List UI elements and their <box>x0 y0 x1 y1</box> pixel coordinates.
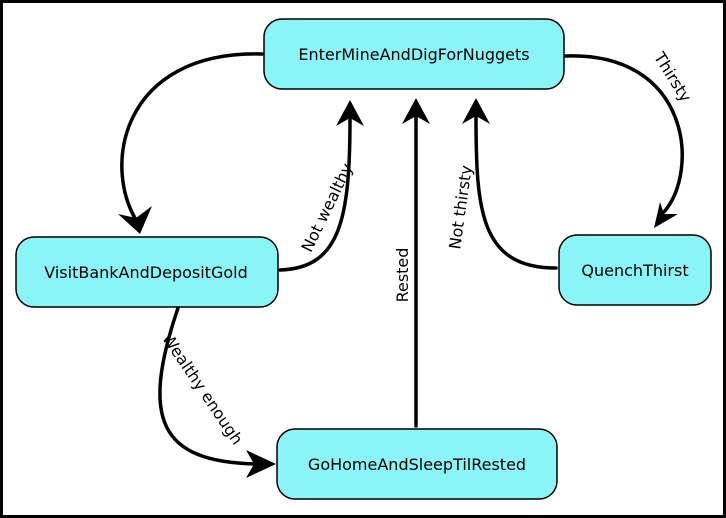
arrowhead-home-to-mine <box>402 98 430 124</box>
state-label-visit-bank: VisitBankAndDepositGold <box>44 263 247 282</box>
state-label-enter-mine: EnterMineAndDigForNuggets <box>298 45 529 64</box>
state-label-go-home: GoHomeAndSleepTilRested <box>308 455 526 474</box>
edge-mine-to-bank <box>120 52 264 228</box>
state-node-enter-mine: EnterMineAndDigForNuggets <box>263 18 565 90</box>
state-node-quench-thirst: QuenchThirst <box>558 234 712 306</box>
edge-bank-to-home <box>158 306 258 466</box>
edge-label-rested: Rested <box>393 248 412 303</box>
arrowhead-mine-to-bank <box>118 206 152 234</box>
arrowhead-mine-to-quench <box>654 202 678 228</box>
state-node-visit-bank: VisitBankAndDepositGold <box>15 236 279 308</box>
state-node-go-home: GoHomeAndSleepTilRested <box>276 428 558 500</box>
edge-bank-to-mine <box>278 116 352 272</box>
state-label-quench-thirst: QuenchThirst <box>581 261 688 280</box>
arrowhead-quench-to-mine <box>462 98 490 124</box>
edge-quench-to-mine <box>474 114 558 270</box>
arrowhead-bank-to-home <box>246 450 276 478</box>
arrowhead-bank-to-mine <box>336 100 364 126</box>
edge-mine-to-quench <box>564 54 684 214</box>
